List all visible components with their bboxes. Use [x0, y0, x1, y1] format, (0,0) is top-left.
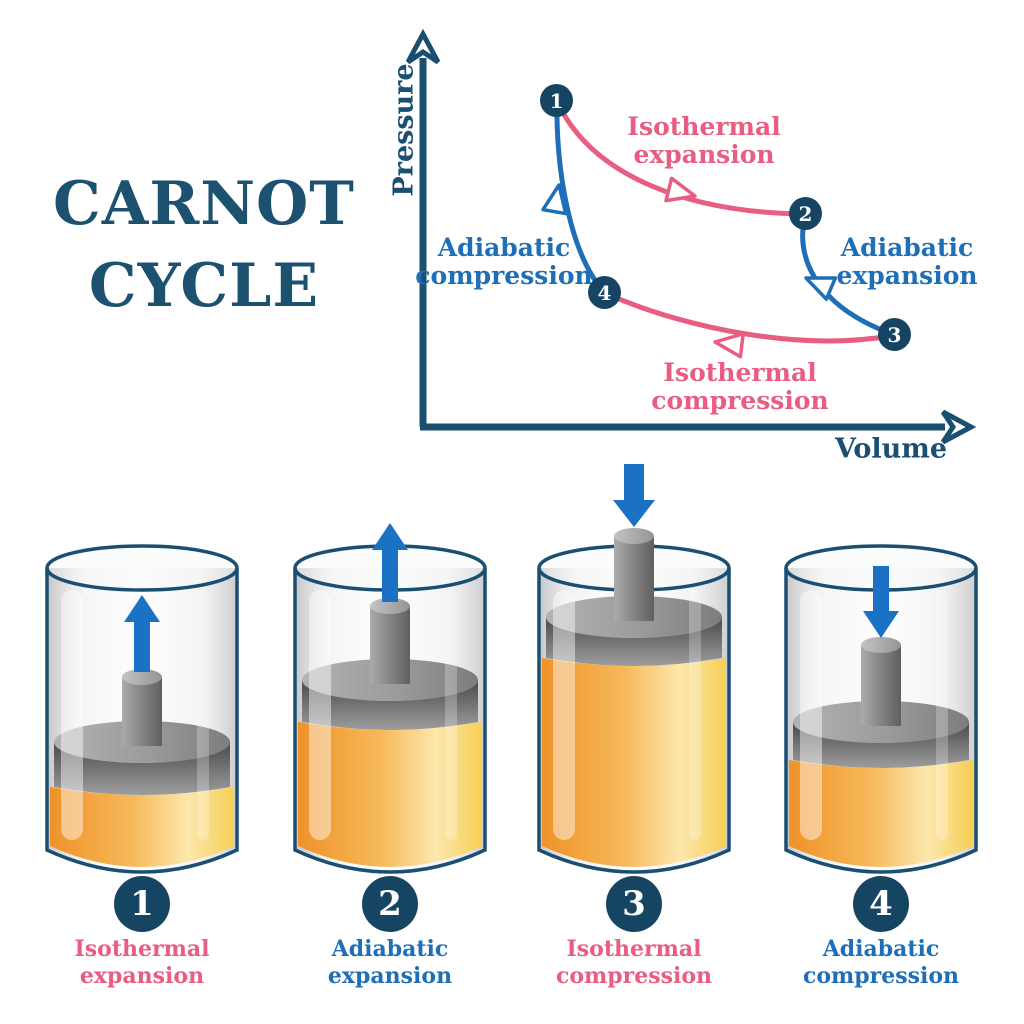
y-axis-label: Pressure [388, 63, 420, 197]
stage-badge-1: 1 [114, 876, 170, 932]
process-label-line2: compression [651, 386, 829, 415]
stage-number: 1 [130, 884, 154, 924]
stage-caption-3: Isothermal compression [556, 936, 712, 990]
glass-highlight-right [445, 590, 457, 840]
up-arrow-icon [124, 595, 160, 672]
stage-number: 2 [378, 884, 402, 924]
direction-arrow-3-4-icon [713, 332, 745, 359]
page-title: CARNOT CYCLE [53, 163, 355, 327]
piston [54, 669, 230, 795]
stage-caption-2: Adiabatic expansion [328, 936, 452, 990]
isothermal-expansion-curve [554, 98, 809, 217]
working-fluid [542, 658, 726, 867]
direction-arrow-2-3-icon [804, 276, 838, 301]
process-label-line1: Adiabatic [437, 233, 571, 262]
glass-highlight-right [936, 590, 948, 840]
stage-badge-2: 2 [362, 876, 418, 932]
glass-highlight [553, 590, 575, 840]
page-title-line2: CYCLE [88, 251, 320, 321]
process-label-line2: expansion [633, 140, 775, 169]
glass-outline [45, 568, 239, 874]
working-fluid [789, 760, 973, 867]
glass-highlight [800, 590, 822, 840]
chart-point-number: 2 [798, 201, 813, 226]
stage-caption-line1: Adiabatic [331, 936, 449, 962]
chart-point-badge-4: 4 [588, 276, 621, 309]
y-axis-arrowhead-icon [405, 28, 441, 65]
direction-arrow-4-1-icon [541, 183, 568, 216]
process-label-isothermal-compression: Isothermal compression [651, 359, 828, 415]
chart-point-badge-3: 3 [878, 318, 911, 351]
stage-badge-3: 3 [606, 876, 662, 932]
cylinder-stage-3 [537, 464, 731, 874]
stage-badge-4: 4 [853, 876, 909, 932]
cylinder-stage-4 [784, 544, 978, 874]
chart-point-badge-2: 2 [789, 197, 822, 230]
stage-caption-line2: compression [802, 963, 960, 989]
process-label-adiabatic-compression: Adiabatic compression [415, 234, 592, 290]
chart-point-number: 1 [549, 88, 564, 113]
x-axis-arrowhead-icon [940, 409, 977, 445]
page-title-line1: CARNOT [53, 169, 355, 239]
up-arrow-icon [372, 523, 408, 602]
pv-curves [554, 98, 898, 344]
working-fluid [298, 722, 482, 867]
process-label-line2: expansion [836, 261, 978, 290]
x-axis-label: Volume [834, 433, 948, 465]
glass-highlight-right [689, 590, 701, 840]
process-label-adiabatic-expansion: Adiabatic expansion [836, 234, 977, 290]
chart-point-badge-1: 1 [540, 84, 573, 117]
stage-caption-line2: compression [555, 963, 713, 989]
process-label-line1: Isothermal [627, 112, 781, 141]
stage-caption-1: Isothermal expansion [75, 936, 210, 990]
stage-caption-line2: expansion [327, 963, 453, 989]
adiabatic-compression-curve [554, 98, 608, 296]
process-label-line1: Adiabatic [840, 233, 974, 262]
stage-caption-line1: Isothermal [566, 936, 702, 962]
working-fluid [50, 787, 234, 867]
glass-highlight [61, 590, 83, 840]
glass-highlight-right [197, 590, 209, 840]
direction-arrow-1-2-icon [664, 176, 697, 203]
cylinder-stage-1 [45, 544, 239, 874]
glass-outline [537, 568, 731, 874]
stage-caption-line1: Isothermal [74, 936, 210, 962]
glass-outline [293, 568, 487, 874]
process-label-line1: Isothermal [663, 358, 817, 387]
isothermal-compression-curve [602, 290, 898, 344]
process-label-isothermal-expansion: Isothermal expansion [627, 113, 780, 169]
stage-caption-line1: Adiabatic [822, 936, 940, 962]
piston [302, 598, 478, 730]
piston [793, 637, 969, 768]
glass-highlight [309, 590, 331, 840]
chart-point-number: 3 [887, 322, 902, 347]
stage-caption-4: Adiabatic compression [803, 936, 959, 990]
chart-point-number: 4 [597, 280, 612, 305]
stage-caption-line2: expansion [79, 963, 205, 989]
cylinder-stage-2 [293, 523, 487, 874]
process-label-line2: compression [415, 261, 593, 290]
stage-number: 4 [869, 884, 893, 924]
pv-direction-arrowheads [541, 176, 838, 359]
down-arrow-icon [613, 464, 655, 527]
stage-number: 3 [622, 884, 646, 924]
down-arrow-icon [863, 566, 899, 638]
glass-rim [45, 544, 239, 592]
piston-rod [614, 528, 654, 621]
glass-outline [784, 568, 978, 874]
pv-axes [405, 28, 977, 445]
